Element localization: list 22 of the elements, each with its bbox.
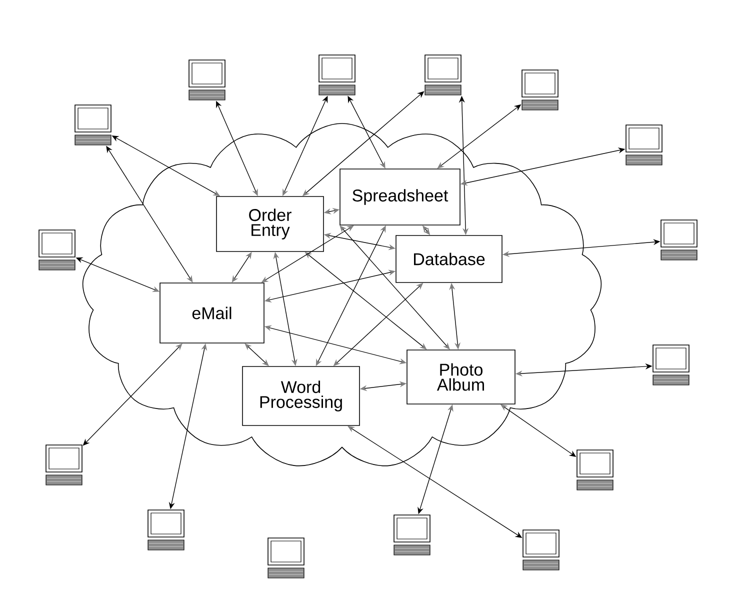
computer-icon (522, 530, 560, 570)
computer-icon (74, 104, 112, 146)
computer-icon (188, 60, 226, 100)
computer-icon (660, 220, 698, 260)
process-box: Order Entry (216, 196, 324, 252)
computer-icon (522, 70, 558, 110)
process-box: Photo Album (406, 350, 516, 404)
computer-icon (318, 54, 356, 96)
computer-icon (46, 444, 82, 486)
computer-icon (148, 510, 184, 550)
computer-icon (394, 514, 430, 556)
computer-icon (652, 344, 690, 386)
cloud-shape (82, 123, 602, 466)
computer-icon (38, 230, 76, 270)
process-box: Spreadsheet (340, 168, 460, 226)
computer-icon (626, 124, 662, 166)
computer-icon (268, 538, 304, 578)
computer-icon (576, 450, 614, 490)
process-box: Word Processing (242, 366, 360, 426)
computer-icon (424, 54, 462, 96)
process-box: eMail (160, 282, 264, 344)
process-box: Database (396, 235, 502, 283)
